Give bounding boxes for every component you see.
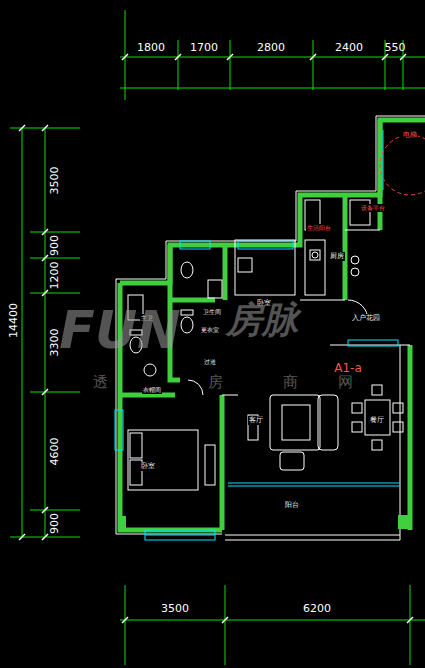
room-label: 卧室 <box>140 462 156 471</box>
watermark: FUN <box>59 304 180 356</box>
room-label: 衣帽间 <box>142 386 162 394</box>
room-label: 过道 <box>203 358 217 366</box>
dimension: 14400 <box>8 303 19 338</box>
dimension: 900 <box>49 235 60 256</box>
unit-code: A1-a <box>333 361 363 375</box>
dimension-lines <box>10 10 425 665</box>
watermark: 商 <box>283 375 298 390</box>
stair-symbol <box>380 135 425 195</box>
dimension: 1200 <box>49 261 60 289</box>
watermark: 网 <box>338 375 353 390</box>
room-label: 厨房 <box>329 252 345 261</box>
room-label: 生活阳台 <box>306 224 332 232</box>
column <box>398 515 410 529</box>
dimension: 6200 <box>303 603 331 614</box>
room-label: 更衣室 <box>200 326 220 334</box>
dimension: 2800 <box>257 42 285 53</box>
room-label: 入户花园 <box>351 314 381 323</box>
furniture <box>128 240 403 490</box>
dimension: 1800 <box>137 42 165 53</box>
dimension: 900 <box>49 513 60 534</box>
room-label: 卫生间 <box>202 308 222 316</box>
room-label: 设备平台 <box>360 204 386 212</box>
room-label: 阳台 <box>284 501 300 510</box>
watermark: 房 <box>208 375 223 390</box>
room-label: 客厅 <box>248 416 264 425</box>
dimension: 4600 <box>49 437 60 465</box>
dimension: 1700 <box>190 42 218 53</box>
dimension: 550 <box>385 42 406 53</box>
column <box>118 516 126 530</box>
dimension-ticks <box>19 54 413 623</box>
dimension: 3500 <box>49 166 60 194</box>
dimension: 2400 <box>335 42 363 53</box>
room-label: 餐厅 <box>369 416 385 425</box>
dimension: 3300 <box>49 328 60 356</box>
watermark: 房脉 <box>226 302 298 338</box>
dimension: 3500 <box>161 603 189 614</box>
room-label: 电梯 <box>402 131 418 140</box>
watermark: 透 <box>93 375 108 390</box>
